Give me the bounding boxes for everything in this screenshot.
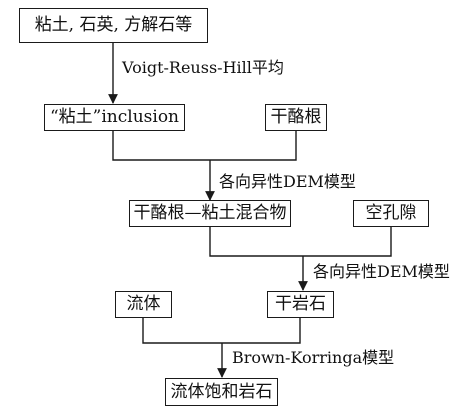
node-dry-rock: 干岩石	[267, 291, 334, 318]
edge-label-vrh: Voigt-Reuss-Hill平均	[122, 58, 284, 77]
merge-line-1	[112, 130, 297, 161]
merge-line-3	[142, 317, 301, 344]
edge-label-dem-2: 各向异性DEM模型	[313, 262, 450, 281]
edge-label-brown-korringa: Brown-Korringa模型	[232, 348, 395, 367]
node-minerals: 粘土, 石英, 方解石等	[19, 8, 208, 43]
merge-line-2	[209, 226, 392, 257]
node-kerogen-clay-mix: 干酪根—粘土混合物	[129, 200, 291, 227]
node-fluid: 流体	[115, 291, 172, 318]
node-saturated-rock: 流体饱和岩石	[165, 378, 278, 406]
node-pores: 空孔隙	[353, 200, 429, 227]
node-clay-inclusion: “粘土”inclusion	[44, 104, 185, 131]
node-kerogen: 干酪根	[265, 104, 327, 131]
edge-label-dem-1: 各向异性DEM模型	[219, 172, 356, 191]
